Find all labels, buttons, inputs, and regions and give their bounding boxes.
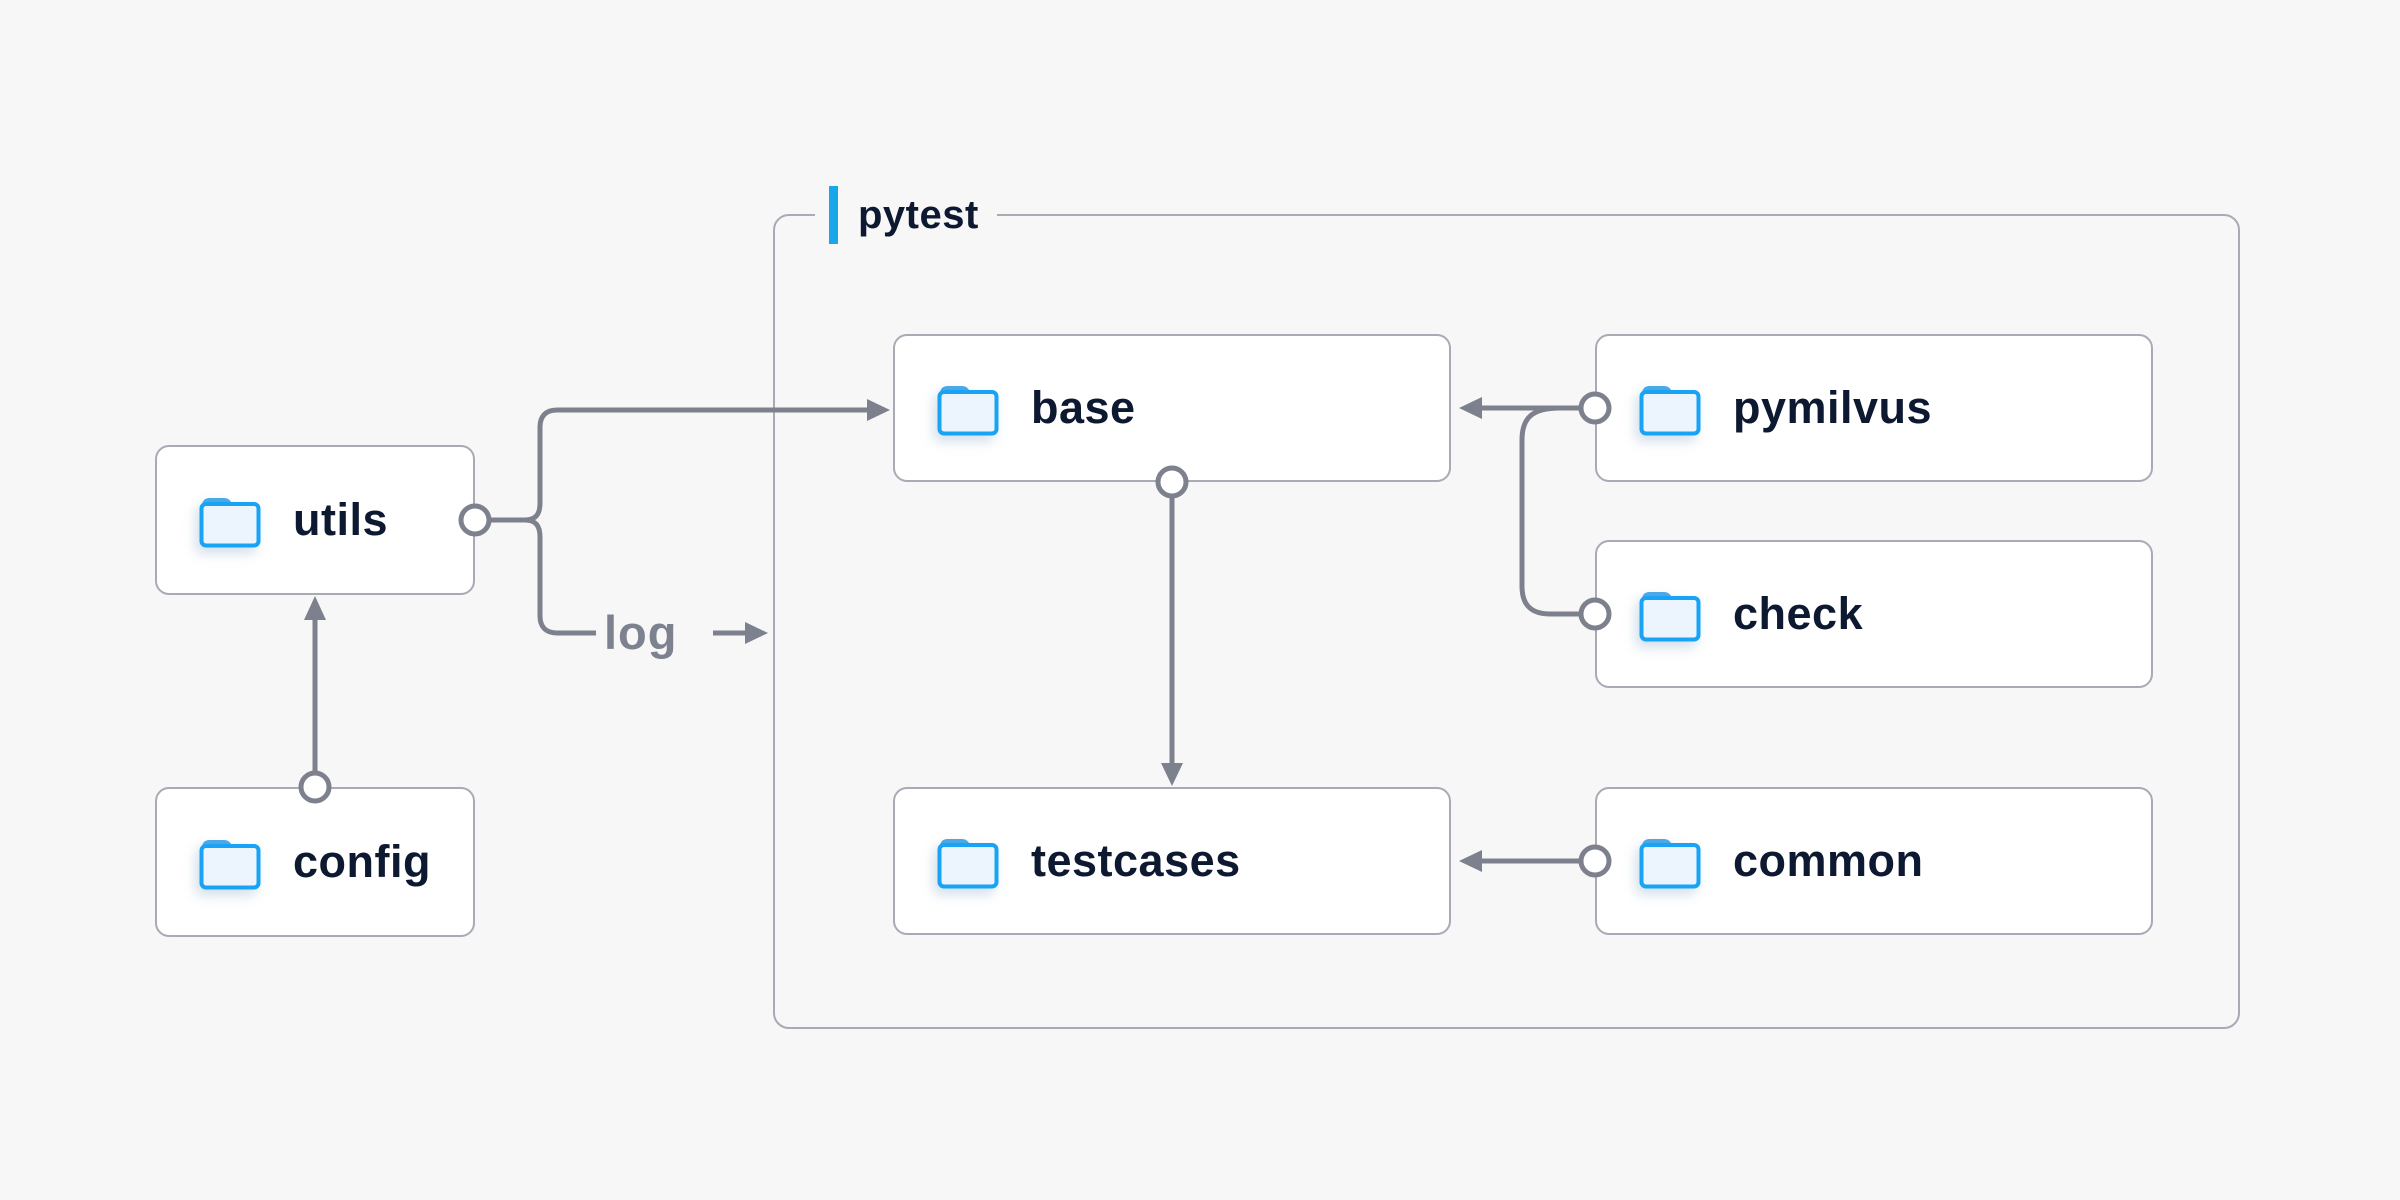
node-pymilvus: pymilvus [1595,334,2153,482]
folder-icon [1639,386,1701,436]
folder-icon [199,840,261,890]
node-label: check [1733,588,1864,639]
folder-icon [1639,839,1701,889]
edge-config-utils [298,596,332,804]
node-label: common [1733,835,1924,886]
node-testcases: testcases [893,787,1451,935]
node-label: pymilvus [1733,382,1933,433]
accent-bar [829,186,838,244]
node-config: config [155,787,475,937]
folder-icon [937,839,999,889]
node-label: utils [293,494,389,545]
node-label: config [293,836,431,887]
node-check: check [1595,540,2153,688]
pytest-group-container: pytest [773,184,2240,1029]
node-label: testcases [1031,835,1241,886]
edge-label-log: log [604,606,678,659]
pytest-group-label: pytest [815,184,997,246]
folder-icon [937,386,999,436]
node-utils: utils [155,445,475,595]
node-label: base [1031,382,1136,433]
node-common: common [1595,787,2153,935]
folder-icon [199,498,261,548]
folder-icon [1639,592,1701,642]
node-base: base [893,334,1451,482]
group-title: pytest [858,192,979,237]
